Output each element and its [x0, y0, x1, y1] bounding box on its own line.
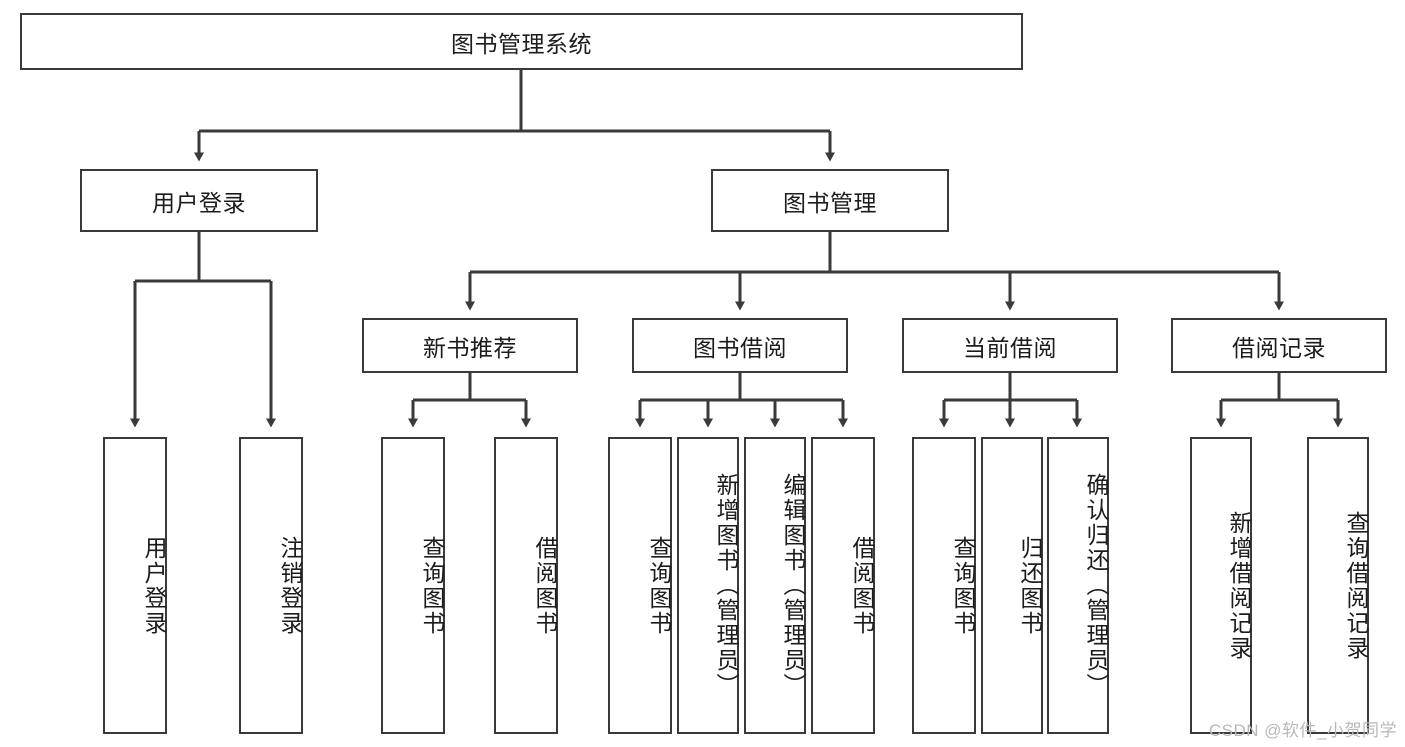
- node-label: 查询借阅记录: [1343, 510, 1369, 661]
- node-leaf-confirm-return[interactable]: 确认归还（管理员）: [1047, 437, 1109, 734]
- node-label: 查询图书: [646, 535, 672, 636]
- node-user-login[interactable]: 用户登录: [80, 169, 318, 232]
- node-label: 当前借阅: [963, 334, 1057, 361]
- node-current-borrow[interactable]: 当前借阅: [902, 318, 1118, 373]
- node-leaf-return-book[interactable]: 归还图书: [981, 437, 1043, 734]
- node-borrow-record[interactable]: 借阅记录: [1171, 318, 1387, 373]
- node-label: 注销登录: [277, 535, 303, 636]
- node-label: 借阅图书: [849, 535, 875, 636]
- node-leaf-add-borrow-record[interactable]: 新增借阅记录: [1190, 437, 1252, 734]
- node-leaf-user-login[interactable]: 用户登录: [103, 437, 167, 734]
- node-leaf-query-book-3[interactable]: 查询图书: [912, 437, 976, 734]
- node-book-borrow[interactable]: 图书借阅: [632, 318, 848, 373]
- node-label: 新增借阅记录: [1226, 510, 1252, 661]
- node-label: 借阅记录: [1232, 334, 1326, 361]
- node-label: 新书推荐: [423, 334, 517, 361]
- node-label: 新增图书（管理员）: [713, 473, 739, 698]
- node-leaf-query-book-2[interactable]: 查询图书: [608, 437, 672, 734]
- node-label: 借阅图书: [532, 535, 558, 636]
- node-leaf-query-borrow-record[interactable]: 查询借阅记录: [1307, 437, 1369, 734]
- node-label: 用户登录: [141, 535, 167, 636]
- node-book-management[interactable]: 图书管理: [711, 169, 949, 232]
- node-label: 查询图书: [419, 535, 445, 636]
- node-leaf-edit-book[interactable]: 编辑图书（管理员）: [744, 437, 806, 734]
- watermark-text: CSDN @软件_小贺同学: [1208, 721, 1397, 740]
- node-label: 用户登录: [152, 189, 246, 216]
- node-label: 图书借阅: [693, 334, 787, 361]
- node-leaf-add-book[interactable]: 新增图书（管理员）: [677, 437, 739, 734]
- node-label: 查询图书: [950, 535, 976, 636]
- node-leaf-logout-login[interactable]: 注销登录: [239, 437, 303, 734]
- node-leaf-query-book-1[interactable]: 查询图书: [381, 437, 445, 734]
- node-book-management-system[interactable]: 图书管理系统: [20, 13, 1023, 70]
- node-label: 确认归还（管理员）: [1083, 473, 1109, 698]
- node-label: 图书管理: [783, 189, 877, 216]
- node-new-book-recommend[interactable]: 新书推荐: [362, 318, 578, 373]
- node-label: 图书管理系统: [451, 30, 592, 57]
- node-leaf-borrow-book-1[interactable]: 借阅图书: [494, 437, 558, 734]
- node-label: 归还图书: [1017, 535, 1043, 636]
- node-label: 编辑图书（管理员）: [780, 473, 806, 698]
- node-leaf-borrow-book-2[interactable]: 借阅图书: [811, 437, 875, 734]
